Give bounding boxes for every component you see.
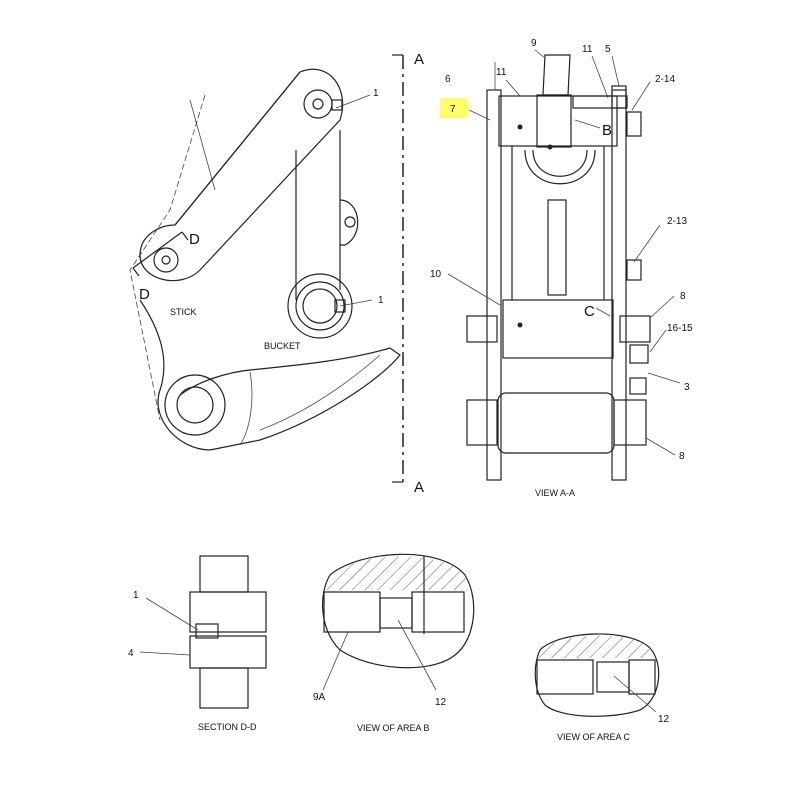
section-d-d-title: SECTION D-D: [198, 722, 257, 732]
callout-16-15: 16-15: [667, 323, 693, 334]
section-d-marker-lower: D: [139, 286, 150, 303]
callout-1-middle: 1: [378, 295, 384, 306]
callout-9: 9: [531, 38, 537, 49]
stick-label: STICK: [170, 307, 197, 317]
section-d-d-drawing: [139, 555, 267, 709]
callout-2-14: 2-14: [655, 74, 675, 85]
callout-5: 5: [605, 44, 611, 55]
area-c-marker: C: [584, 303, 595, 320]
callout-10: 10: [430, 269, 442, 280]
linkage-side-view: [129, 54, 404, 483]
callout-3: 3: [684, 382, 690, 393]
section-d-callout-4: 4: [128, 648, 134, 659]
callout-11-right: 11: [582, 44, 593, 55]
callout-2-13: 2-13: [667, 216, 687, 227]
view-a-a-caption: VIEW A-A: [535, 488, 575, 498]
area-b-marker: B: [602, 122, 612, 139]
callout-8-lower: 8: [679, 451, 685, 462]
item-7-highlight: [440, 98, 467, 118]
callout-7: 7: [450, 104, 456, 115]
area-b-callout-12: 12: [435, 697, 447, 708]
bucket-label: BUCKET: [264, 341, 301, 351]
callout-6: 6: [445, 74, 451, 85]
area-c-callout-12: 12: [658, 714, 670, 725]
area-c-caption: VIEW OF AREA C: [557, 732, 631, 742]
section-marker-a-top: A: [414, 51, 424, 68]
callout-11-left: 11: [496, 67, 507, 78]
view-a-a-drawing: [447, 49, 681, 481]
callout-1-top: 1: [373, 88, 379, 99]
callout-8-upper: 8: [680, 291, 686, 302]
section-d-marker-upper: D: [189, 231, 200, 248]
area-b-caption: VIEW OF AREA B: [357, 723, 430, 733]
area-c-detail: [534, 633, 660, 717]
section-marker-a-bottom: A: [414, 479, 424, 496]
section-d-callout-1: 1: [133, 590, 139, 601]
area-b-detail: [320, 553, 475, 691]
area-b-callout-9a: 9A: [313, 692, 326, 703]
